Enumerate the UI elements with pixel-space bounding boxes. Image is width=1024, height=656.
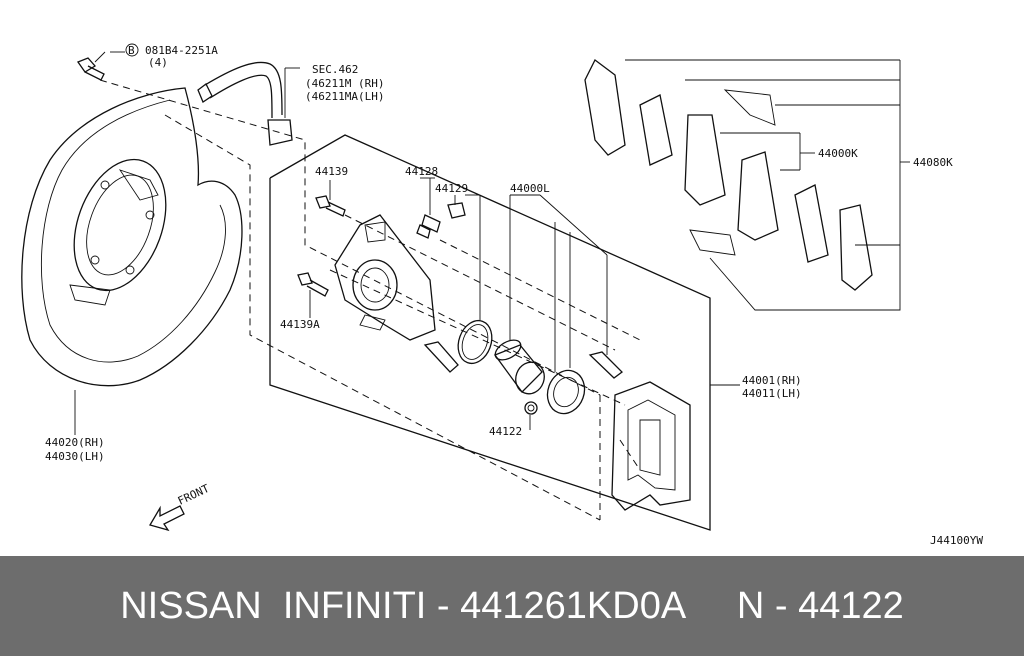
part-number-footer: NISSAN INFINITI - 441261KD0A N - 44122: [0, 556, 1024, 656]
label-sec: SEC.462: [312, 63, 358, 76]
piston-boot: [546, 369, 586, 415]
label-sec-rh: (46211M (RH): [305, 77, 384, 90]
brake-pads: [584, 59, 873, 291]
backing-plate: [21, 87, 243, 387]
label-bolt-ref: 081B4-2251A: [145, 44, 218, 57]
label-44000k: 44000K: [818, 147, 858, 160]
assembly-lines: [99, 79, 641, 521]
guide-bolt-44139: [315, 195, 346, 217]
label-44128: 44128: [405, 165, 438, 178]
guide-bolt-44139a: [297, 272, 329, 297]
label-sec-lh: (46211MA(LH): [305, 90, 384, 103]
bleeder-cap: [447, 202, 466, 219]
bolt-circle-letter: B: [128, 44, 135, 57]
label-44001: 44001(RH): [742, 374, 802, 387]
piston-ring-44122: [524, 401, 538, 415]
piston-seal: [457, 319, 493, 365]
label-44139a: 44139A: [280, 318, 320, 331]
part-labels: B 081B4-2251A (4) SEC.462 (46211M (RH) (…: [45, 43, 983, 547]
label-bolt-qty: (4): [148, 56, 168, 69]
label-44011: 44011(LH): [742, 387, 802, 400]
torque-member: [611, 381, 691, 511]
caliper-body: [334, 214, 436, 341]
brake-hose: [197, 61, 293, 146]
label-44129: 44129: [435, 182, 468, 195]
label-44080k: 44080K: [913, 156, 953, 169]
label-44020: 44020(RH): [45, 436, 105, 449]
label-44122: 44122: [489, 425, 522, 438]
sleeve-pin-left: [423, 341, 459, 373]
label-44000l: 44000L: [510, 182, 550, 195]
sleeve-pin-right: [588, 351, 623, 379]
bleeder-screw: [416, 214, 441, 239]
frame-lines: [74, 51, 910, 531]
brake-caliper-diagram: B 081B4-2251A (4) SEC.462 (46211M (RH) (…: [21, 43, 984, 547]
label-diagram-code: J44100YW: [930, 534, 983, 547]
front-arrow-icon: [149, 505, 185, 532]
label-44030: 44030(LH): [45, 450, 105, 463]
bolt-circle-icon: [125, 43, 139, 57]
label-front: FRONT: [176, 482, 212, 508]
label-44139: 44139: [315, 165, 348, 178]
bolt-icon: [76, 57, 105, 81]
piston: [493, 339, 545, 395]
